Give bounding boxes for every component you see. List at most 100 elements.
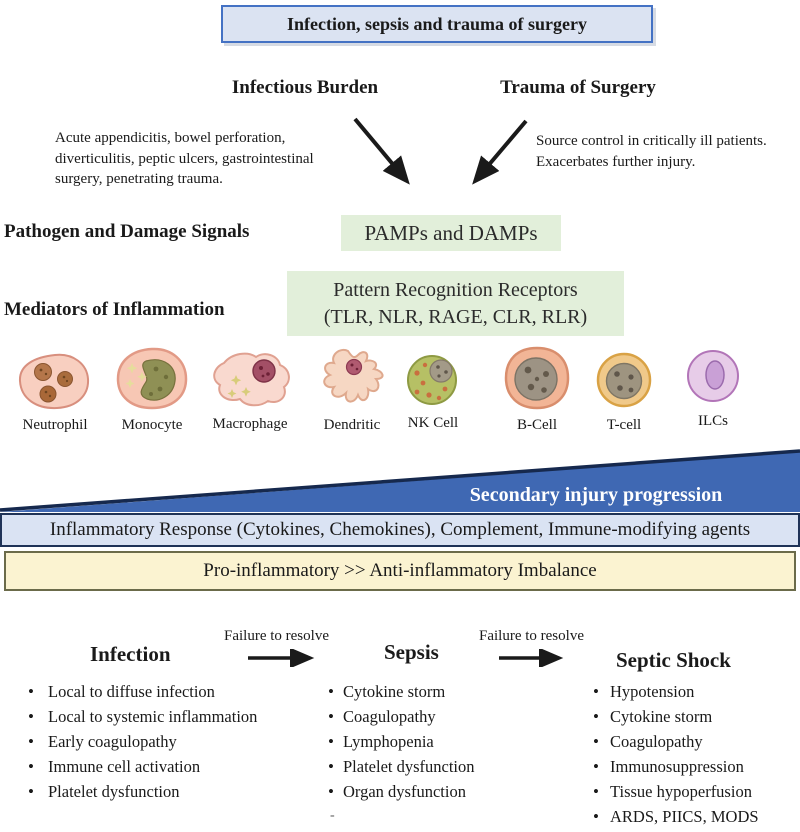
trauma-of-surgery-heading: Trauma of Surgery [500, 77, 656, 98]
bullet-icon [28, 733, 48, 751]
list-item-text: Hypotension [610, 682, 695, 701]
bullet-icon [593, 733, 610, 751]
imbalance-text: Pro-inflammatory >> Anti-inflammatory Im… [203, 560, 597, 581]
ilc-cell: ILCs [683, 349, 743, 430]
neutrophil-cell: Neutrophil [10, 352, 100, 434]
list-item-text: Platelet dysfunction [48, 782, 180, 801]
t-cell-icon [596, 352, 652, 408]
list-item: Tissue hypoperfusion [593, 783, 759, 801]
macrophage-cell: Macrophage [203, 349, 297, 433]
arrow-down-left-icon [472, 119, 528, 185]
list-item: Hypotension [593, 683, 759, 701]
list-item: Coagulopathy [328, 708, 475, 726]
list-item-text: Tissue hypoperfusion [610, 782, 752, 801]
failure-to-resolve-label-2: Failure to resolve [479, 628, 584, 644]
dendritic-cell: Dendritic [313, 347, 391, 434]
infectious-burden-description: Acute appendicitis, bowel perforation, d… [55, 130, 314, 188]
bullet-icon [593, 758, 610, 776]
bullet-icon [328, 683, 343, 701]
inflammatory-response-bar: Inflammatory Response (Cytokines, Chemok… [0, 513, 800, 547]
b-cell-icon [504, 346, 570, 410]
pamps-damps-box: PAMPs and DAMPs [341, 215, 561, 251]
mediators-of-inflammation-label: Mediators of Inflammation [4, 299, 225, 320]
b-cell: B-Cell [502, 346, 572, 434]
prr-line1: Pattern Recognition Receptors [333, 278, 578, 301]
trauma-description: Source control in critically ill patient… [536, 133, 767, 170]
dendritic-icon [323, 349, 384, 403]
list-item-text: Coagulopathy [343, 707, 436, 726]
monocyte-cell: Monocyte [113, 347, 191, 434]
bullet-icon [593, 683, 610, 701]
list-item-text: Local to diffuse infection [48, 682, 215, 701]
neutrophil-label: Neutrophil [22, 417, 88, 433]
dendritic-label: Dendritic [323, 417, 381, 433]
list-item: Early coagulopathy [28, 733, 257, 751]
macrophage-label: Macrophage [212, 416, 288, 432]
pamps-damps-text: PAMPs and DAMPs [364, 220, 538, 245]
arrow-right-icon-2 [499, 649, 564, 667]
sepsis-list-footnote: - [330, 808, 335, 823]
sepsis-stage-heading: Sepsis [384, 640, 439, 664]
arrow-right-icon-1 [248, 649, 315, 667]
nk-cell-label: NK Cell [407, 415, 459, 431]
title-box: Infection, sepsis and trauma of surgery [221, 5, 653, 43]
bullet-icon [28, 758, 48, 776]
prr-line2: (TLR, NLR, RAGE, CLR, RLR) [323, 305, 588, 328]
list-item: Immunosuppression [593, 758, 759, 776]
list-item-text: Platelet dysfunction [343, 757, 475, 776]
neutrophil-icon [18, 353, 90, 410]
pathogen-damage-signals-label: Pathogen and Damage Signals [4, 221, 250, 242]
ilc-label: ILCs [698, 413, 728, 429]
list-item-text: Coagulopathy [610, 732, 703, 751]
list-item: Coagulopathy [593, 733, 759, 751]
infectious-burden-heading: Infectious Burden [231, 77, 379, 98]
imbalance-bar: Pro-inflammatory >> Anti-inflammatory Im… [4, 551, 796, 591]
list-item: ARDS, PIICS, MODS [593, 808, 759, 826]
b-cell-label: B-Cell [517, 417, 557, 433]
infection-stage-heading: Infection [90, 642, 171, 666]
bullet-icon [328, 758, 343, 776]
list-item-text: Immunosuppression [610, 757, 744, 776]
list-item-text: Cytokine storm [610, 707, 713, 726]
bullet-icon [593, 708, 610, 726]
bullet-icon [28, 683, 48, 701]
bullet-icon [328, 708, 343, 726]
list-item: Lymphopenia [328, 733, 475, 751]
t-cell: T-cell [595, 351, 653, 434]
injury-progression-wedge [0, 449, 800, 512]
monocyte-icon [116, 347, 188, 410]
monocyte-label: Monocyte [121, 417, 183, 433]
macrophage-icon [213, 352, 290, 407]
inflammatory-response-text: Inflammatory Response (Cytokines, Chemok… [49, 519, 751, 540]
t-cell-label: T-cell [606, 417, 642, 433]
bullet-icon [328, 733, 343, 751]
septic-shock-stage-heading: Septic Shock [616, 648, 731, 672]
ilc-icon [687, 350, 739, 402]
bullet-icon [28, 783, 48, 801]
list-item-text: Early coagulopathy [48, 732, 177, 751]
list-item: Organ dysfunction [328, 783, 475, 801]
bullet-icon [593, 783, 610, 801]
list-item-text: Organ dysfunction [343, 782, 466, 801]
bullet-icon [328, 783, 343, 801]
nk-cell-icon [407, 355, 457, 405]
pattern-recognition-receptors-box: Pattern Recognition Receptors (TLR, NLR,… [287, 271, 624, 336]
bullet-icon [593, 808, 610, 826]
bullet-icon [28, 708, 48, 726]
secondary-injury-progression-label: Secondary injury progression [469, 484, 723, 506]
list-item: Cytokine storm [328, 683, 475, 701]
list-item-text: ARDS, PIICS, MODS [610, 807, 759, 826]
arrow-down-right-icon [353, 117, 410, 185]
sepsis-list: Cytokine storm Coagulopathy Lymphopenia … [328, 683, 475, 808]
list-item: Local to systemic inflammation [28, 708, 257, 726]
list-item-text: Local to systemic inflammation [48, 707, 258, 726]
diagram-title: Infection, sepsis and trauma of surgery [287, 13, 587, 34]
list-item: Cytokine storm [593, 708, 759, 726]
failure-to-resolve-label-1: Failure to resolve [224, 628, 329, 644]
infection-list: Local to diffuse infection Local to syst… [28, 683, 257, 808]
list-item: Platelet dysfunction [328, 758, 475, 776]
list-item: Platelet dysfunction [28, 783, 257, 801]
list-item: Local to diffuse infection [28, 683, 257, 701]
nk-cell: NK Cell [404, 353, 462, 432]
